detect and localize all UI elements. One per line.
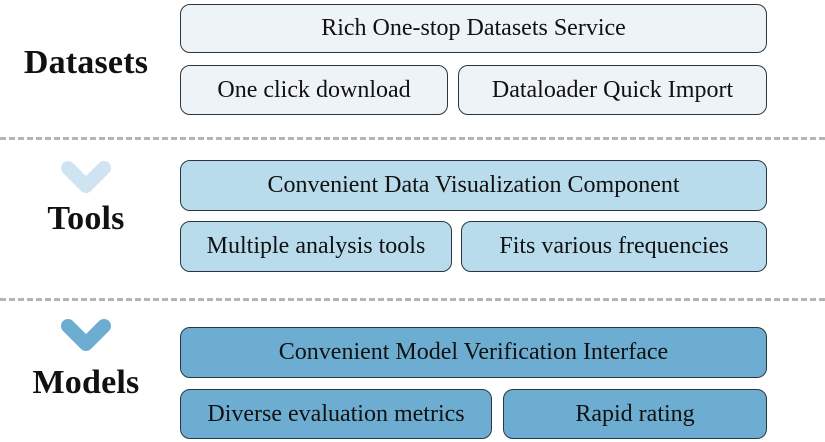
section-divider [0, 298, 825, 301]
rapid-rating-box: Rapid rating [503, 389, 767, 439]
analysis-tools-box: Multiple analysis tools [180, 221, 452, 272]
datasets-label: Datasets [23, 44, 149, 81]
dataloader-import-box: Dataloader Quick Import [458, 65, 767, 115]
datasets-header-box: Rich One-stop Datasets Service [180, 4, 767, 53]
models-header-box: Convenient Model Verification Interface [180, 327, 767, 378]
evaluation-metrics-box: Diverse evaluation metrics [180, 389, 492, 439]
models-label: Models [32, 364, 140, 401]
down-arrow-icon [61, 87, 111, 193]
tools-header-box: Convenient Data Visualization Component [180, 160, 767, 211]
section-divider [0, 137, 825, 140]
tools-label: Tools [47, 200, 125, 237]
frequencies-box: Fits various frequencies [461, 221, 767, 272]
one-click-download-box: One click download [180, 65, 448, 115]
